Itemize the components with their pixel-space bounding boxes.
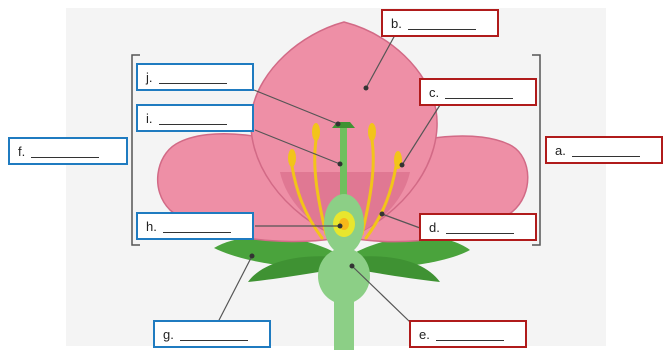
label-b-box[interactable]: b. xyxy=(381,9,499,37)
bracket-right xyxy=(532,54,541,246)
leader-lines xyxy=(215,34,441,327)
label-c-blank[interactable] xyxy=(445,86,514,99)
label-e-letter: e. xyxy=(419,326,430,342)
label-c-box[interactable]: c. xyxy=(419,78,537,106)
stamens xyxy=(290,138,398,240)
label-c-letter: c. xyxy=(429,84,440,100)
label-d-box[interactable]: d. xyxy=(419,213,537,241)
label-g-letter: g. xyxy=(163,326,174,342)
anthers xyxy=(288,123,402,169)
label-d-blank[interactable] xyxy=(445,221,514,234)
label-j-box[interactable]: j. xyxy=(136,63,254,91)
label-g-box[interactable]: g. xyxy=(153,320,271,348)
label-f-letter: f. xyxy=(18,143,26,159)
label-b-blank[interactable] xyxy=(407,17,476,30)
label-a-blank[interactable] xyxy=(571,144,640,157)
label-j-letter: j. xyxy=(146,69,153,85)
label-j-blank[interactable] xyxy=(158,71,227,84)
label-h-blank[interactable] xyxy=(162,220,231,233)
style xyxy=(340,126,347,196)
label-h-box[interactable]: h. xyxy=(136,212,254,240)
sepal-left-lower xyxy=(248,256,345,282)
receptacle xyxy=(318,248,370,304)
label-e-blank[interactable] xyxy=(435,328,504,341)
label-b-letter: b. xyxy=(391,15,402,31)
label-i-letter: i. xyxy=(146,110,153,126)
leader-dots xyxy=(249,85,405,269)
label-h-letter: h. xyxy=(146,218,157,234)
sepal-right-lower xyxy=(345,256,440,282)
label-f-box[interactable]: f. xyxy=(8,137,128,165)
label-a-letter: a. xyxy=(555,142,566,158)
label-i-blank[interactable] xyxy=(158,112,227,125)
label-f-blank[interactable] xyxy=(31,145,100,158)
label-d-letter: d. xyxy=(429,219,440,235)
label-e-box[interactable]: e. xyxy=(409,320,527,348)
label-g-blank[interactable] xyxy=(179,328,248,341)
label-a-box[interactable]: a. xyxy=(545,136,663,164)
bracket-left xyxy=(131,54,140,246)
label-i-box[interactable]: i. xyxy=(136,104,254,132)
